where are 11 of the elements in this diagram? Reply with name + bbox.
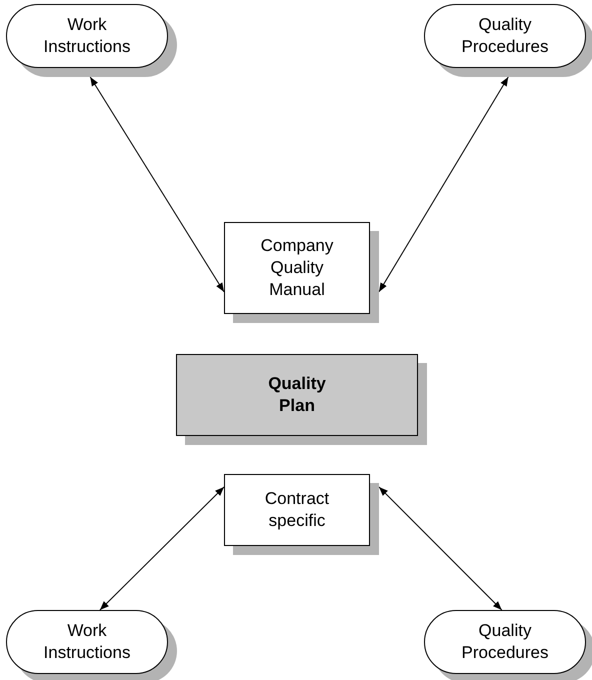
- double-arrow: [378, 486, 502, 610]
- node-label: Work Instructions: [44, 14, 130, 58]
- double-arrow: [99, 486, 224, 610]
- node-label: Quality Procedures: [462, 14, 548, 58]
- node-label: Quality Plan: [267, 373, 327, 417]
- node-label: Company Quality Manual: [260, 235, 334, 301]
- double-arrow: [90, 76, 224, 292]
- double-arrow: [378, 76, 509, 292]
- node-label: Contract specific: [264, 488, 330, 532]
- node-label: Quality Procedures: [462, 620, 548, 664]
- node-label: Work Instructions: [44, 620, 130, 664]
